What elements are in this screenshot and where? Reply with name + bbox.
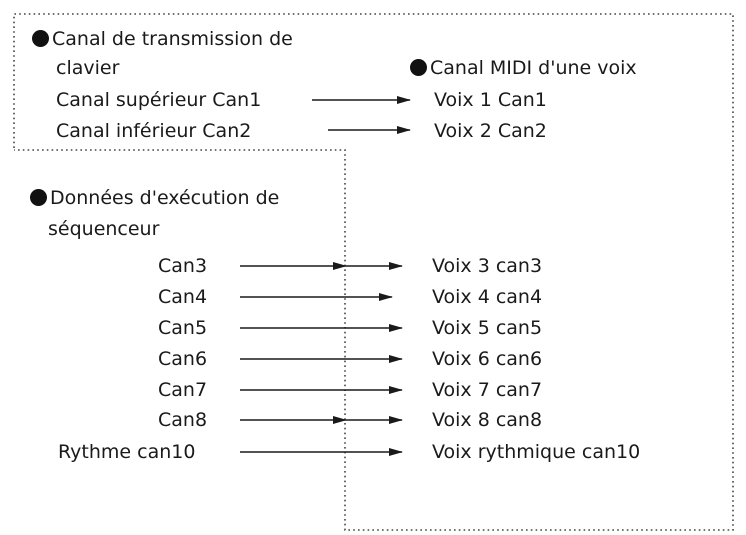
sequencer-heading-line2: séquenceur xyxy=(48,218,160,240)
source-label-can6: Can6 xyxy=(158,348,208,370)
voice-heading: Canal MIDI d'une voix xyxy=(410,57,637,79)
target-label-voix5: Voix 5 can5 xyxy=(432,317,543,339)
target-label-voix2: Voix 2 Can2 xyxy=(434,120,547,142)
bullet-icon xyxy=(32,30,49,47)
target-label-voix8: Voix 8 can8 xyxy=(432,409,543,431)
keyboard-heading-line2: clavier xyxy=(56,57,120,79)
source-label-can4: Can4 xyxy=(158,286,208,308)
source-label-can1: Canal supérieur Can1 xyxy=(56,89,262,111)
source-label-can8: Can8 xyxy=(158,409,208,431)
source-label-can3: Can3 xyxy=(158,255,208,277)
target-label-voix4: Voix 4 can4 xyxy=(432,286,543,308)
sequencer-heading-line1: Données d'exécution de xyxy=(30,187,279,209)
target-label-voix1: Voix 1 Can1 xyxy=(434,89,547,111)
target-label-voix7: Voix 7 can7 xyxy=(432,379,543,401)
source-label-can2: Canal inférieur Can2 xyxy=(56,120,252,142)
keyboard-heading-line1: Canal de transmission de xyxy=(32,28,293,50)
target-label-voix-rythmique: Voix rythmique can10 xyxy=(432,441,641,463)
source-label-can5: Can5 xyxy=(158,317,208,339)
target-label-voix3: Voix 3 can3 xyxy=(432,255,543,277)
bullet-icon xyxy=(30,189,47,206)
source-label-can7: Can7 xyxy=(158,379,208,401)
dotted-boundary xyxy=(13,13,734,531)
target-label-voix6: Voix 6 can6 xyxy=(432,348,543,370)
source-label-can10: Rythme can10 xyxy=(58,441,196,463)
bullet-icon xyxy=(410,59,427,76)
